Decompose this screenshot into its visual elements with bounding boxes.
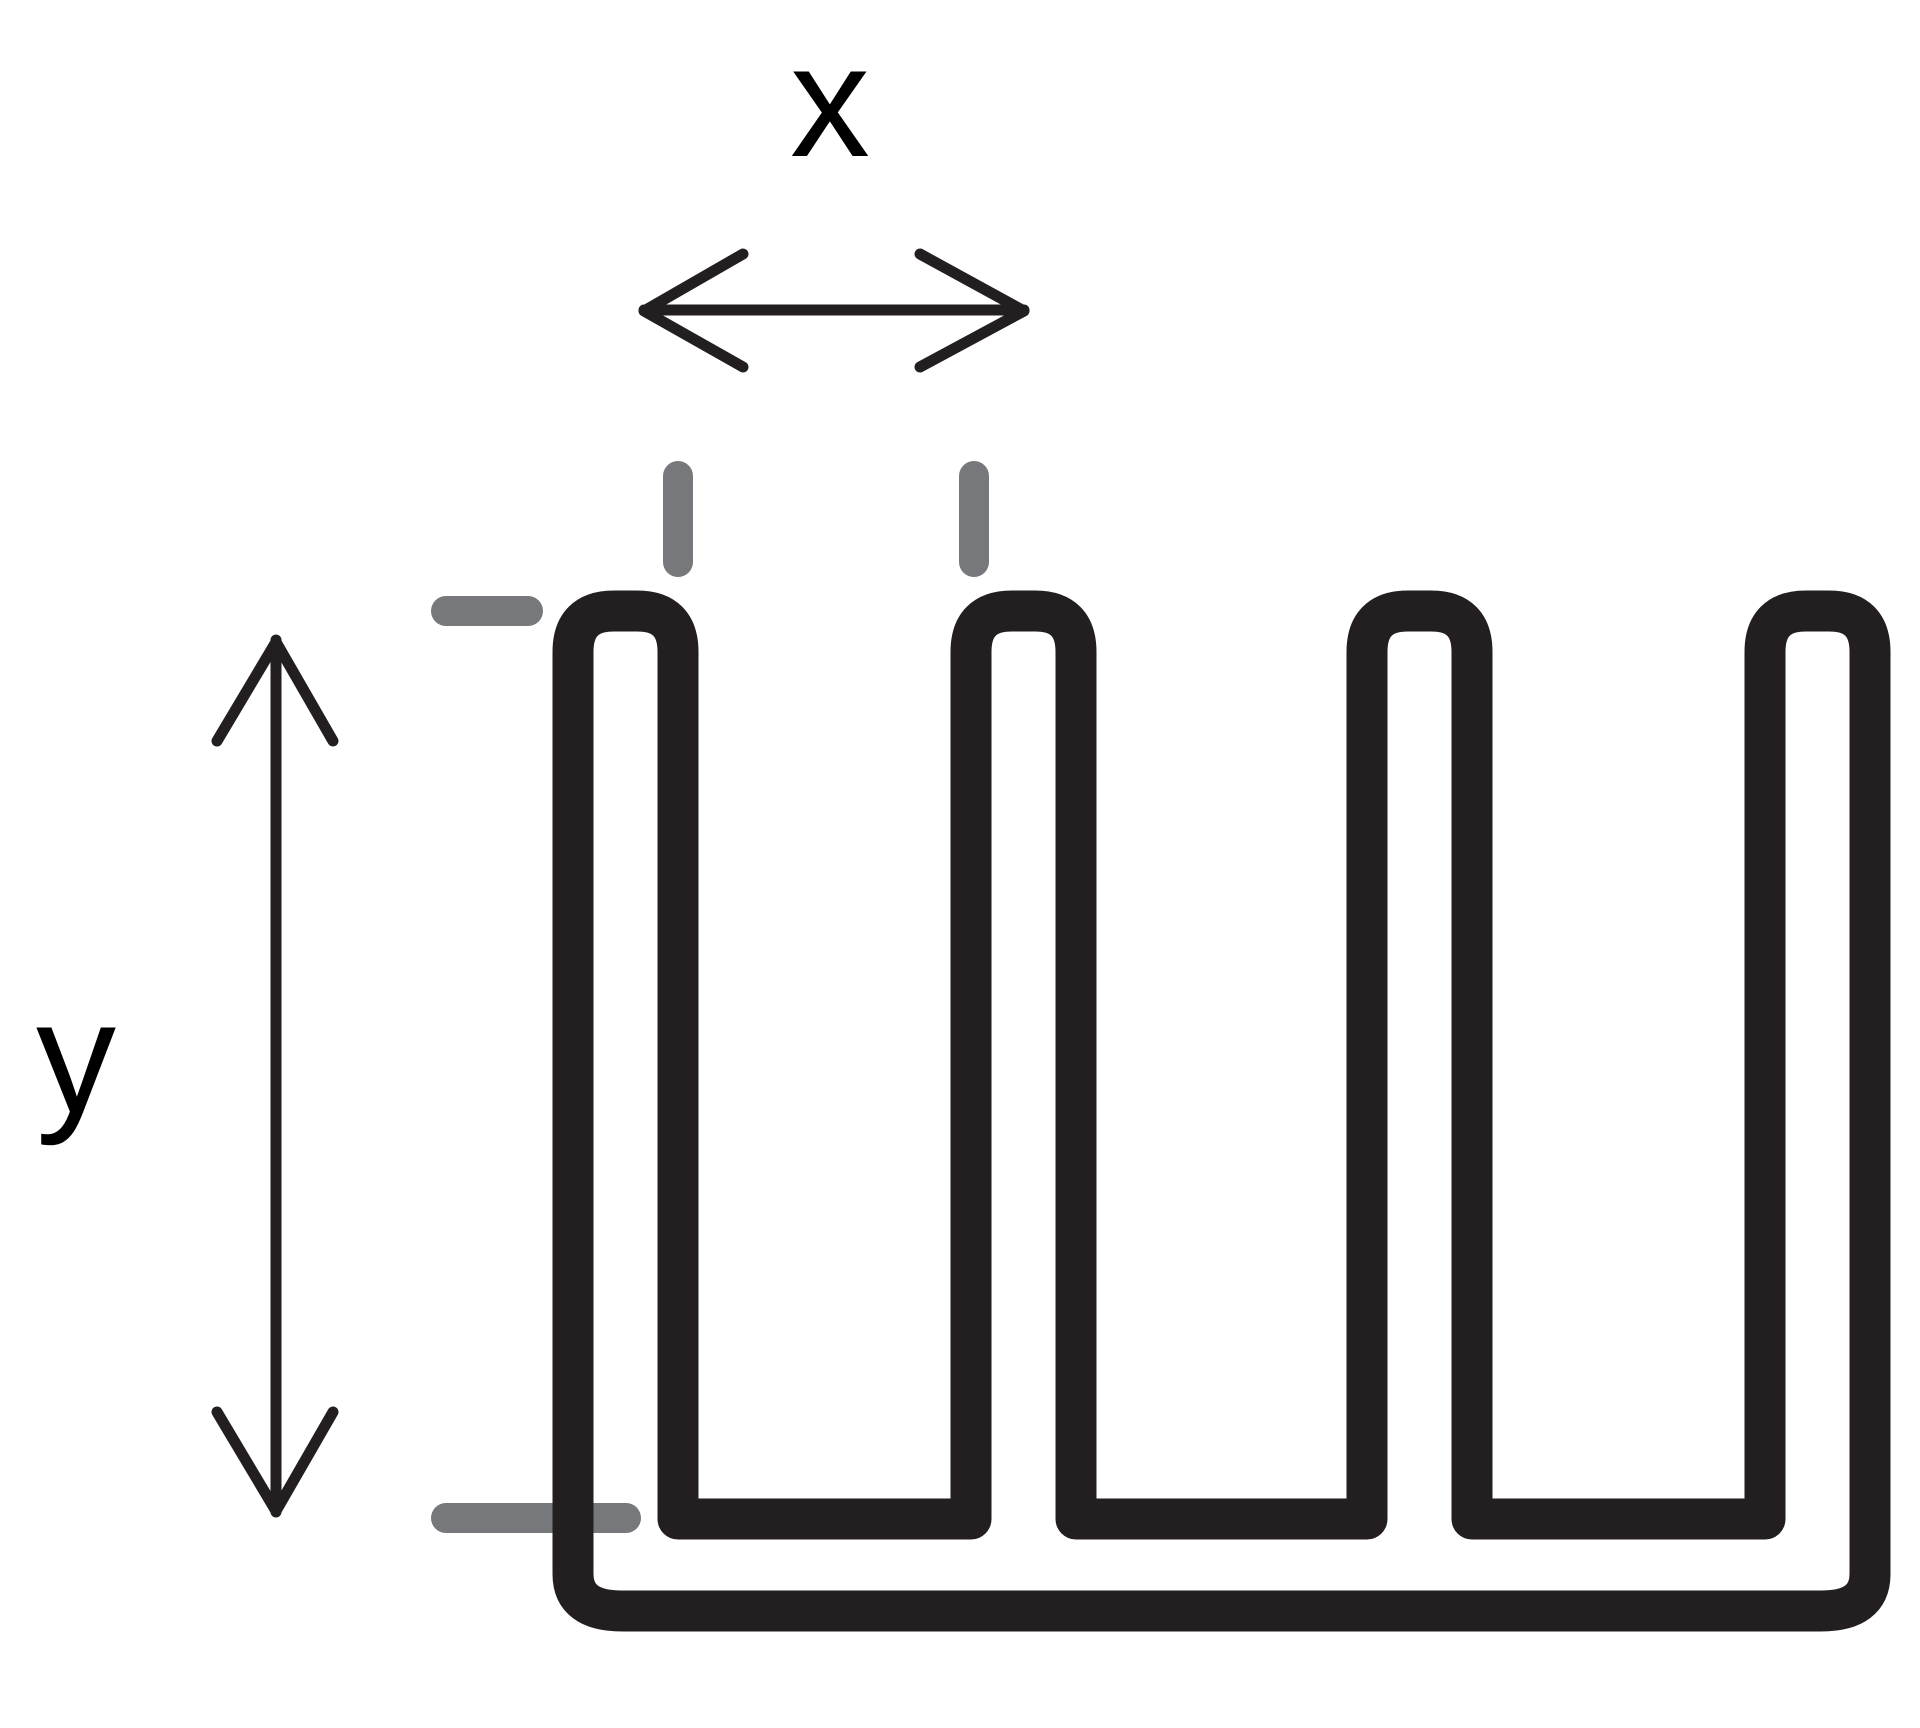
x-dimension-arrow xyxy=(638,248,1030,373)
heat-sink-outline xyxy=(552,590,1891,1632)
y-dimension-label: y xyxy=(36,967,116,1146)
x-dimension-label: x xyxy=(790,11,870,190)
dimension-guides xyxy=(431,461,989,1533)
x-arrow-left-head xyxy=(638,248,749,373)
y-arrow-top-head xyxy=(211,636,339,747)
y-arrow-bottom-head xyxy=(211,1406,339,1517)
y-dimension-arrow xyxy=(211,634,339,1518)
x-arrow-right-head xyxy=(914,248,1030,373)
